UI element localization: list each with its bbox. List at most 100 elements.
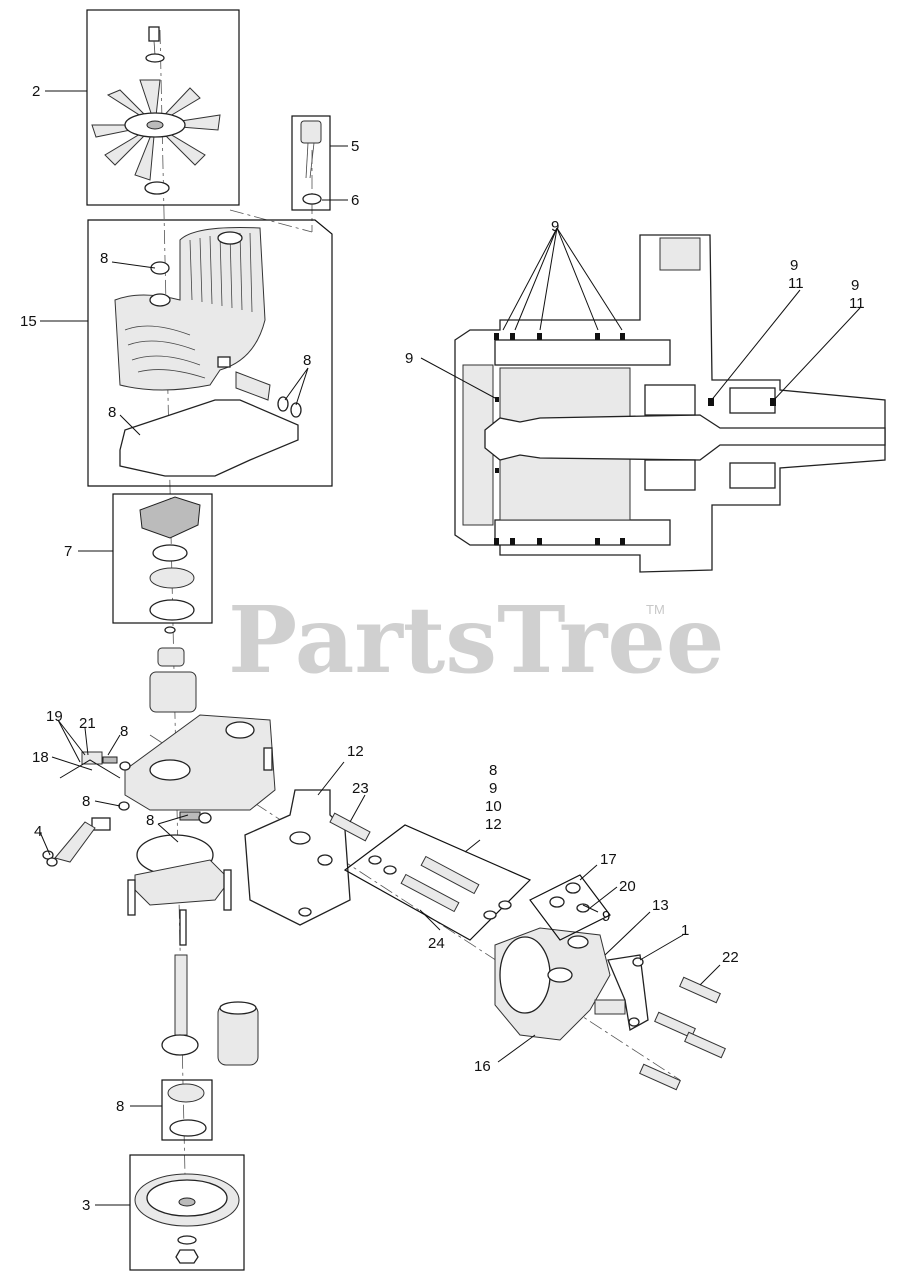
callout-17: 17 — [600, 851, 617, 868]
callout-9-bearing-b: 9 — [851, 277, 859, 294]
callout-21: 21 — [79, 715, 96, 732]
pump-spring — [157, 647, 185, 667]
axle-housing-group — [244, 789, 726, 1091]
section-axle-shaft — [484, 414, 886, 461]
callout-9-section-left: 9 — [405, 350, 413, 367]
dipstick-cap — [300, 120, 322, 144]
bearing-box — [112, 493, 213, 624]
motor-shaft-24a — [420, 855, 480, 895]
dipstick-box — [291, 115, 331, 211]
callout-22: 22 — [722, 949, 739, 966]
leader-lines — [39, 90, 861, 1206]
callout-1: 1 — [681, 922, 689, 939]
seal-box-group — [161, 1079, 213, 1141]
callout-23: 23 — [352, 780, 369, 797]
center-section-bolt — [263, 747, 273, 771]
section-bearing-upper — [729, 387, 776, 414]
partstree-watermark: PartsTree TM — [228, 586, 724, 694]
cover-box — [87, 219, 333, 487]
retaining-ring — [169, 1119, 207, 1137]
fan-washer — [145, 53, 165, 63]
watermark-trademark: TM — [646, 602, 665, 617]
shaft-seal — [167, 1083, 205, 1103]
fan-bolt-head — [148, 26, 160, 42]
dipstick-rod — [305, 142, 309, 179]
callout-6: 6 — [351, 192, 359, 209]
cover-fill-port — [217, 231, 243, 245]
housing-bolt-23 — [329, 812, 371, 842]
callout-2: 2 — [32, 83, 40, 100]
pulley-washer — [177, 1235, 197, 1245]
callout-8-check-valve: 8 — [120, 723, 128, 740]
pulley-box — [129, 1154, 245, 1271]
callout-11-bearing-a: 11 — [788, 275, 804, 292]
pulley-nut — [175, 1249, 199, 1264]
pulley-group — [129, 1154, 245, 1271]
callout-18: 18 — [32, 749, 49, 766]
cover-gasket-seal — [150, 261, 170, 275]
thrust-washer — [152, 544, 188, 562]
callout-3: 3 — [82, 1197, 90, 1214]
cover-assembly-group — [87, 219, 333, 487]
callout-8-gasket: 8 — [108, 404, 116, 421]
callout-20: 20 — [619, 878, 636, 895]
callout-group-10: 10 — [485, 798, 502, 815]
lower-pump-group — [127, 834, 259, 1066]
seal-box — [161, 1079, 213, 1141]
section-seal-markers — [494, 333, 776, 545]
cover-axis-line — [229, 209, 313, 233]
callout-8-filter: 8 — [146, 812, 154, 829]
fan-assembly-group — [86, 9, 240, 206]
brake-arm-1 — [607, 954, 649, 1032]
pump-center-section — [42, 626, 276, 867]
lever-o-ring-a — [277, 396, 289, 412]
axle-housing-12 — [244, 789, 351, 926]
dipstick-group — [291, 115, 331, 211]
callout-15: 15 — [20, 313, 37, 330]
seal-kit-box — [343, 824, 532, 941]
cross-section-view — [454, 234, 886, 573]
callout-12-housing: 12 — [347, 743, 364, 760]
thrust-bearing — [149, 567, 195, 589]
bypass-pin — [91, 817, 111, 831]
bolt-22d — [639, 1063, 681, 1091]
spring-21 — [102, 756, 118, 764]
fan-spacer — [144, 181, 170, 195]
callout-group-9: 9 — [489, 780, 497, 797]
dipstick-o-ring — [302, 193, 322, 205]
bearing-assembly-group — [112, 493, 213, 624]
callout-9-section-top: 9 — [551, 218, 559, 235]
cover-gasket — [119, 399, 299, 477]
swashplate-cradle — [139, 496, 201, 539]
callout-group-12: 12 — [485, 816, 502, 833]
callout-5: 5 — [351, 138, 359, 155]
watermark-text: PartsTree — [228, 586, 724, 694]
axle-shaft-stub — [594, 999, 626, 1015]
callout-labels: 2 5 6 8 15 8 8 7 19 21 8 18 8 4 8 8 3 9 … — [20, 83, 865, 1214]
motor-end-cover — [499, 936, 551, 1014]
motor-shaft-24b — [400, 873, 460, 913]
callout-9-check-valve: 9 — [602, 908, 610, 925]
callout-8-bypass: 8 — [82, 793, 90, 810]
callout-19: 19 — [46, 708, 63, 725]
center-section-housing — [124, 714, 276, 811]
bypass-arm-4 — [54, 821, 96, 863]
bolt-22b — [654, 1011, 696, 1039]
section-bearing-lower — [729, 462, 776, 489]
input-shaft — [174, 954, 188, 1036]
bearing-race — [149, 599, 195, 621]
input-shaft-gear — [161, 1034, 199, 1056]
lever-o-ring-b — [290, 402, 302, 418]
bolt-22a — [679, 976, 721, 1004]
callout-9-bearing-a: 9 — [790, 257, 798, 274]
callout-8-cover-seal: 8 — [100, 250, 108, 267]
pump-cylinder-block — [149, 671, 197, 713]
callout-4: 4 — [34, 823, 42, 840]
callout-7: 7 — [64, 543, 72, 560]
callout-24: 24 — [428, 935, 445, 952]
callout-16: 16 — [474, 1058, 491, 1075]
callout-group-8: 8 — [489, 762, 497, 779]
callout-8-shaft-seal: 8 — [116, 1098, 124, 1115]
bypass-lever — [235, 371, 271, 401]
